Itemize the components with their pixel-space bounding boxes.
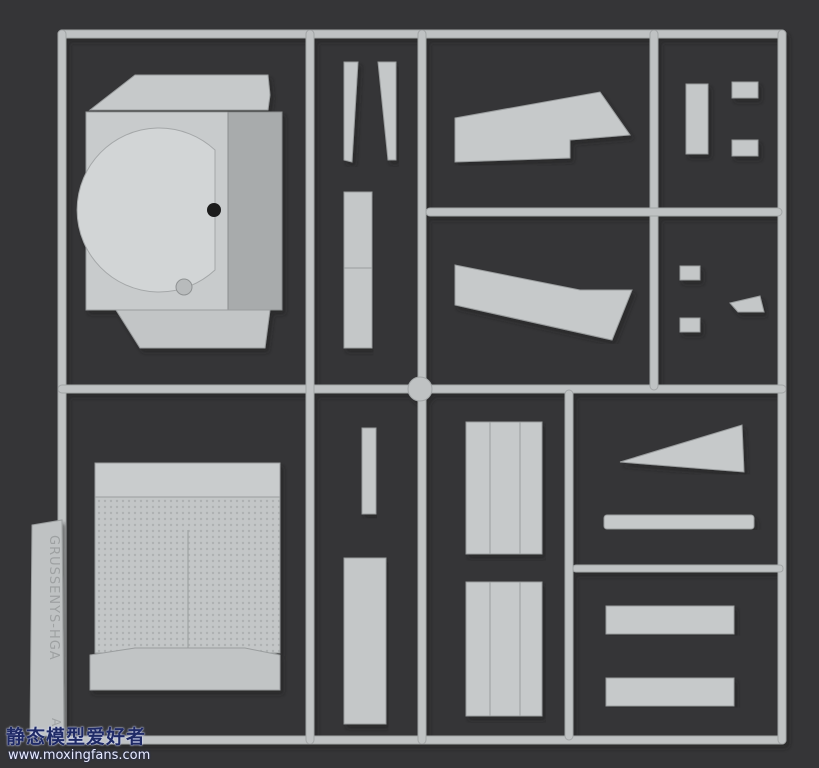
part-stowage-box-lower xyxy=(465,581,543,717)
part-wedge-pair-top xyxy=(343,61,397,163)
part-engine-deck xyxy=(89,462,281,691)
part-fender-lower xyxy=(454,264,633,341)
watermark-site-url: www.moxingfans.com xyxy=(8,748,151,763)
sprue-tag-letter: A xyxy=(49,718,63,727)
part-side-panel xyxy=(343,191,373,349)
part-stowage-box-upper xyxy=(465,421,543,555)
sprue-tag: GRUSSENYS-HGA A xyxy=(29,519,65,737)
part-triangle-plate xyxy=(619,424,745,473)
part-storage-box-left xyxy=(343,557,387,725)
part-ladder-strip xyxy=(361,427,377,515)
watermark-site-name: 静态模型爱好者 xyxy=(6,726,147,748)
part-small-blocks-top-right xyxy=(679,81,765,333)
sprue-frame xyxy=(57,29,787,745)
part-track-bracket-lower xyxy=(605,677,735,707)
part-rail-bar xyxy=(603,514,755,530)
part-fender-upper xyxy=(454,91,631,163)
sprue-tag-text: GRUSSENYS-HGA xyxy=(46,535,61,661)
part-track-bracket-upper xyxy=(605,605,735,635)
part-hull-plate xyxy=(76,74,283,349)
